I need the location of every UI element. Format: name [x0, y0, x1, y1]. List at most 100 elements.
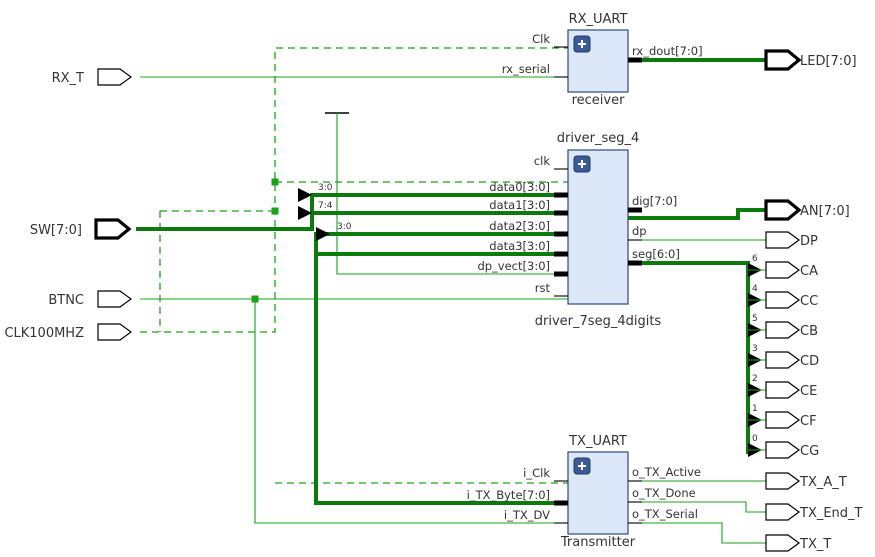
- port-label: CF: [800, 414, 817, 429]
- seg-tap-bit-label: 1: [752, 404, 758, 414]
- pin-label-in: dp_vect[3:0]: [477, 259, 550, 273]
- pin-label-in: rx_serial: [502, 62, 550, 76]
- bit-slice-layer: 3:07:43:0: [298, 183, 352, 241]
- output-port-an-7-0-[interactable]: AN[7:0]: [764, 199, 850, 221]
- pin-label-in: data0[3:0]: [489, 180, 550, 194]
- seg-tap-bit-label: 0: [752, 434, 758, 444]
- output-port-layer: LED[7:0] AN[7:0] DP CA CC CB CD CE CF CG TX_A_T TX_…: [764, 49, 863, 552]
- net-clk100mhz: [140, 47, 568, 333]
- pin-label-in: rst: [535, 281, 551, 295]
- pin-label-in: data2[3:0]: [489, 219, 550, 233]
- port-label: RX_T: [52, 71, 84, 86]
- port-label: TX_A_T: [799, 475, 847, 490]
- port-label: AN[7:0]: [800, 204, 850, 219]
- seg-tap-bit-label: 5: [752, 314, 758, 324]
- seg-tap-bit-label: 2: [752, 374, 758, 384]
- port-shape[interactable]: [765, 472, 801, 490]
- port-shape[interactable]: [765, 291, 801, 309]
- bit-slice-label: 3:0: [337, 222, 352, 232]
- output-port-cc[interactable]: CC: [765, 291, 818, 309]
- pin-label-in: Clk: [532, 32, 550, 46]
- pin-label-in: i_Clk: [523, 466, 550, 480]
- port-shape[interactable]: [765, 503, 801, 521]
- net-seg-trunk: [626, 261, 750, 454]
- input-port-layer: RX_T SW[7:0] BTNC CLK100MHZ: [4, 68, 133, 341]
- input-port-clk100mhz[interactable]: CLK100MHZ: [4, 323, 133, 341]
- output-port-ca[interactable]: CA: [765, 261, 818, 279]
- port-label: TX_T: [799, 537, 831, 552]
- output-port-cf[interactable]: CF: [765, 411, 817, 429]
- bit-slice-label: 3:0: [318, 183, 333, 193]
- port-shape[interactable]: [94, 218, 132, 240]
- port-label: SW[7:0]: [30, 223, 82, 238]
- port-shape[interactable]: [765, 441, 801, 459]
- pin-label-out: o_TX_Active: [632, 465, 701, 479]
- port-shape[interactable]: [765, 534, 801, 552]
- block-layer: RX_UARTreceiverClkrx_serialrx_dout[7:0]d…: [467, 12, 703, 550]
- port-shape[interactable]: [97, 68, 133, 86]
- output-port-tx-end-t[interactable]: TX_End_T: [765, 503, 863, 521]
- port-label: LED[7:0]: [800, 54, 857, 69]
- pin-label-out: o_TX_Serial: [632, 507, 698, 521]
- wire-junction: [271, 178, 279, 186]
- pin-label-out: dig[7:0]: [632, 194, 677, 208]
- net-layer: [136, 47, 768, 544]
- input-port-sw-7-0-[interactable]: SW[7:0]: [30, 218, 132, 240]
- seg-tap-bit-label: 4: [752, 284, 758, 294]
- port-label: DP: [800, 234, 818, 249]
- port-shape[interactable]: [97, 323, 133, 341]
- pin-label-in: data3[3:0]: [489, 239, 550, 253]
- net-btnc-txdv: [254, 299, 568, 524]
- port-label: BTNC: [48, 293, 84, 308]
- net-sw-bus: [136, 193, 314, 231]
- wire-junction: [251, 295, 259, 303]
- port-shape[interactable]: [764, 199, 802, 221]
- pin-label-in: clk: [534, 154, 551, 168]
- wire-junction: [271, 207, 279, 215]
- block-name: TX_UART: [568, 434, 627, 449]
- output-port-led-7-0-[interactable]: LED[7:0]: [764, 49, 857, 71]
- port-shape[interactable]: [765, 381, 801, 399]
- pin-label-out: seg[6:0]: [632, 247, 680, 261]
- bit-slice-arrow: [316, 227, 330, 241]
- output-port-ce[interactable]: CE: [765, 381, 817, 399]
- output-port-cb[interactable]: CB: [765, 321, 818, 339]
- output-port-cg[interactable]: CG: [765, 441, 819, 459]
- pin-label-out: o_TX_Done: [632, 486, 696, 500]
- port-shape[interactable]: [765, 261, 801, 279]
- port-shape[interactable]: [765, 231, 801, 249]
- port-shape[interactable]: [765, 411, 801, 429]
- net-tx-done: [628, 501, 766, 513]
- net-dp-vect-const: [336, 113, 568, 275]
- net-dig-an: [626, 208, 768, 220]
- pin-label-out: dp: [632, 224, 647, 238]
- block-tx_uart[interactable]: TX_UARTTransmitteri_Clki_TX_Byte[7:0]i_T…: [467, 434, 701, 550]
- port-shape[interactable]: [764, 49, 802, 71]
- input-port-btnc[interactable]: BTNC: [48, 290, 133, 308]
- net-tx-serial: [628, 522, 766, 544]
- input-port-rx-t[interactable]: RX_T: [52, 68, 133, 86]
- pin-label-in: i_TX_Byte[7:0]: [467, 488, 550, 502]
- bit-slice-arrow: [298, 206, 312, 220]
- port-label: CA: [800, 264, 818, 279]
- port-label: CB: [800, 324, 818, 339]
- port-label: CLK100MHZ: [4, 326, 84, 341]
- block-instance: receiver: [572, 93, 626, 108]
- seg-tap-bit-label: 6: [752, 254, 758, 264]
- block-driver_seg_4[interactable]: driver_seg_4driver_7seg_4digitsclkdata0[…: [477, 131, 679, 329]
- pin-label-in: i_TX_DV: [504, 508, 550, 522]
- port-shape[interactable]: [765, 351, 801, 369]
- seg-tap-bit-label: 3: [752, 344, 758, 354]
- port-shape[interactable]: [97, 290, 133, 308]
- port-label: TX_End_T: [799, 506, 863, 521]
- output-port-tx-t[interactable]: TX_T: [765, 534, 831, 552]
- block-body[interactable]: [567, 149, 629, 305]
- block-name: RX_UART: [569, 12, 628, 27]
- block-name: driver_seg_4: [557, 131, 640, 146]
- port-label: CD: [800, 354, 819, 369]
- output-port-cd[interactable]: CD: [765, 351, 819, 369]
- port-shape[interactable]: [765, 321, 801, 339]
- output-port-dp[interactable]: DP: [765, 231, 818, 249]
- output-port-tx-a-t[interactable]: TX_A_T: [765, 472, 847, 490]
